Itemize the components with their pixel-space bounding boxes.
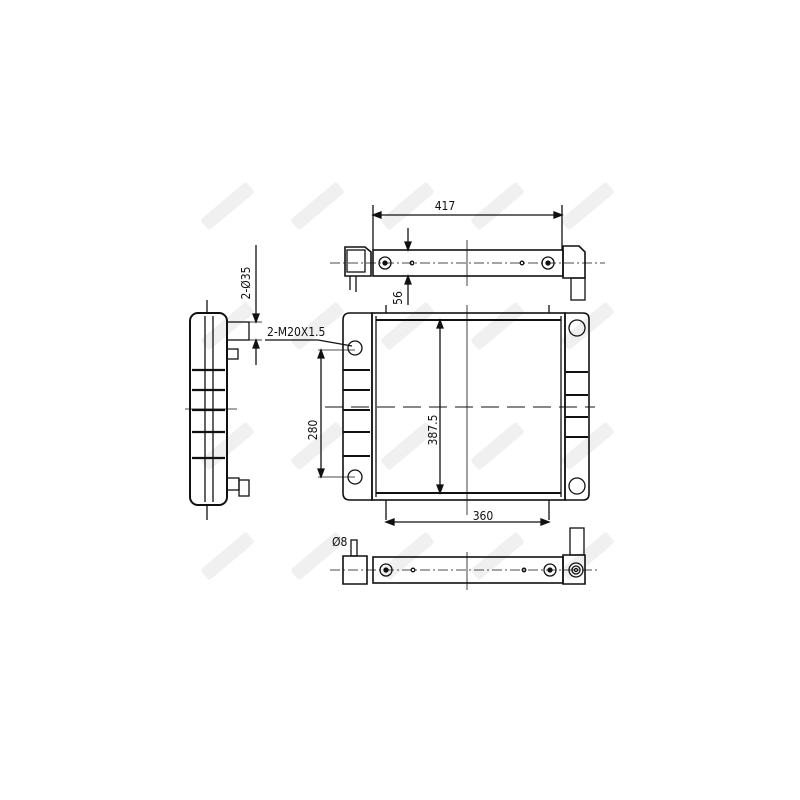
dim-pipe-diameter: 2-Ø35 [239,267,253,300]
dim-overall-width: 417 [435,199,456,213]
dim-tank-depth: 56 [391,291,405,305]
side-view [185,245,262,520]
dim-core-height: 387.5 [426,415,440,446]
front-view [265,305,595,526]
dim-core-width: 360 [473,509,494,523]
dim-mount-pin: Ø8 [332,535,347,549]
dim-port-spacing: 280 [306,420,320,441]
dim-thread: 2-M20X1.5 [267,325,325,339]
bottom-view [330,527,600,590]
top-view [330,205,605,305]
